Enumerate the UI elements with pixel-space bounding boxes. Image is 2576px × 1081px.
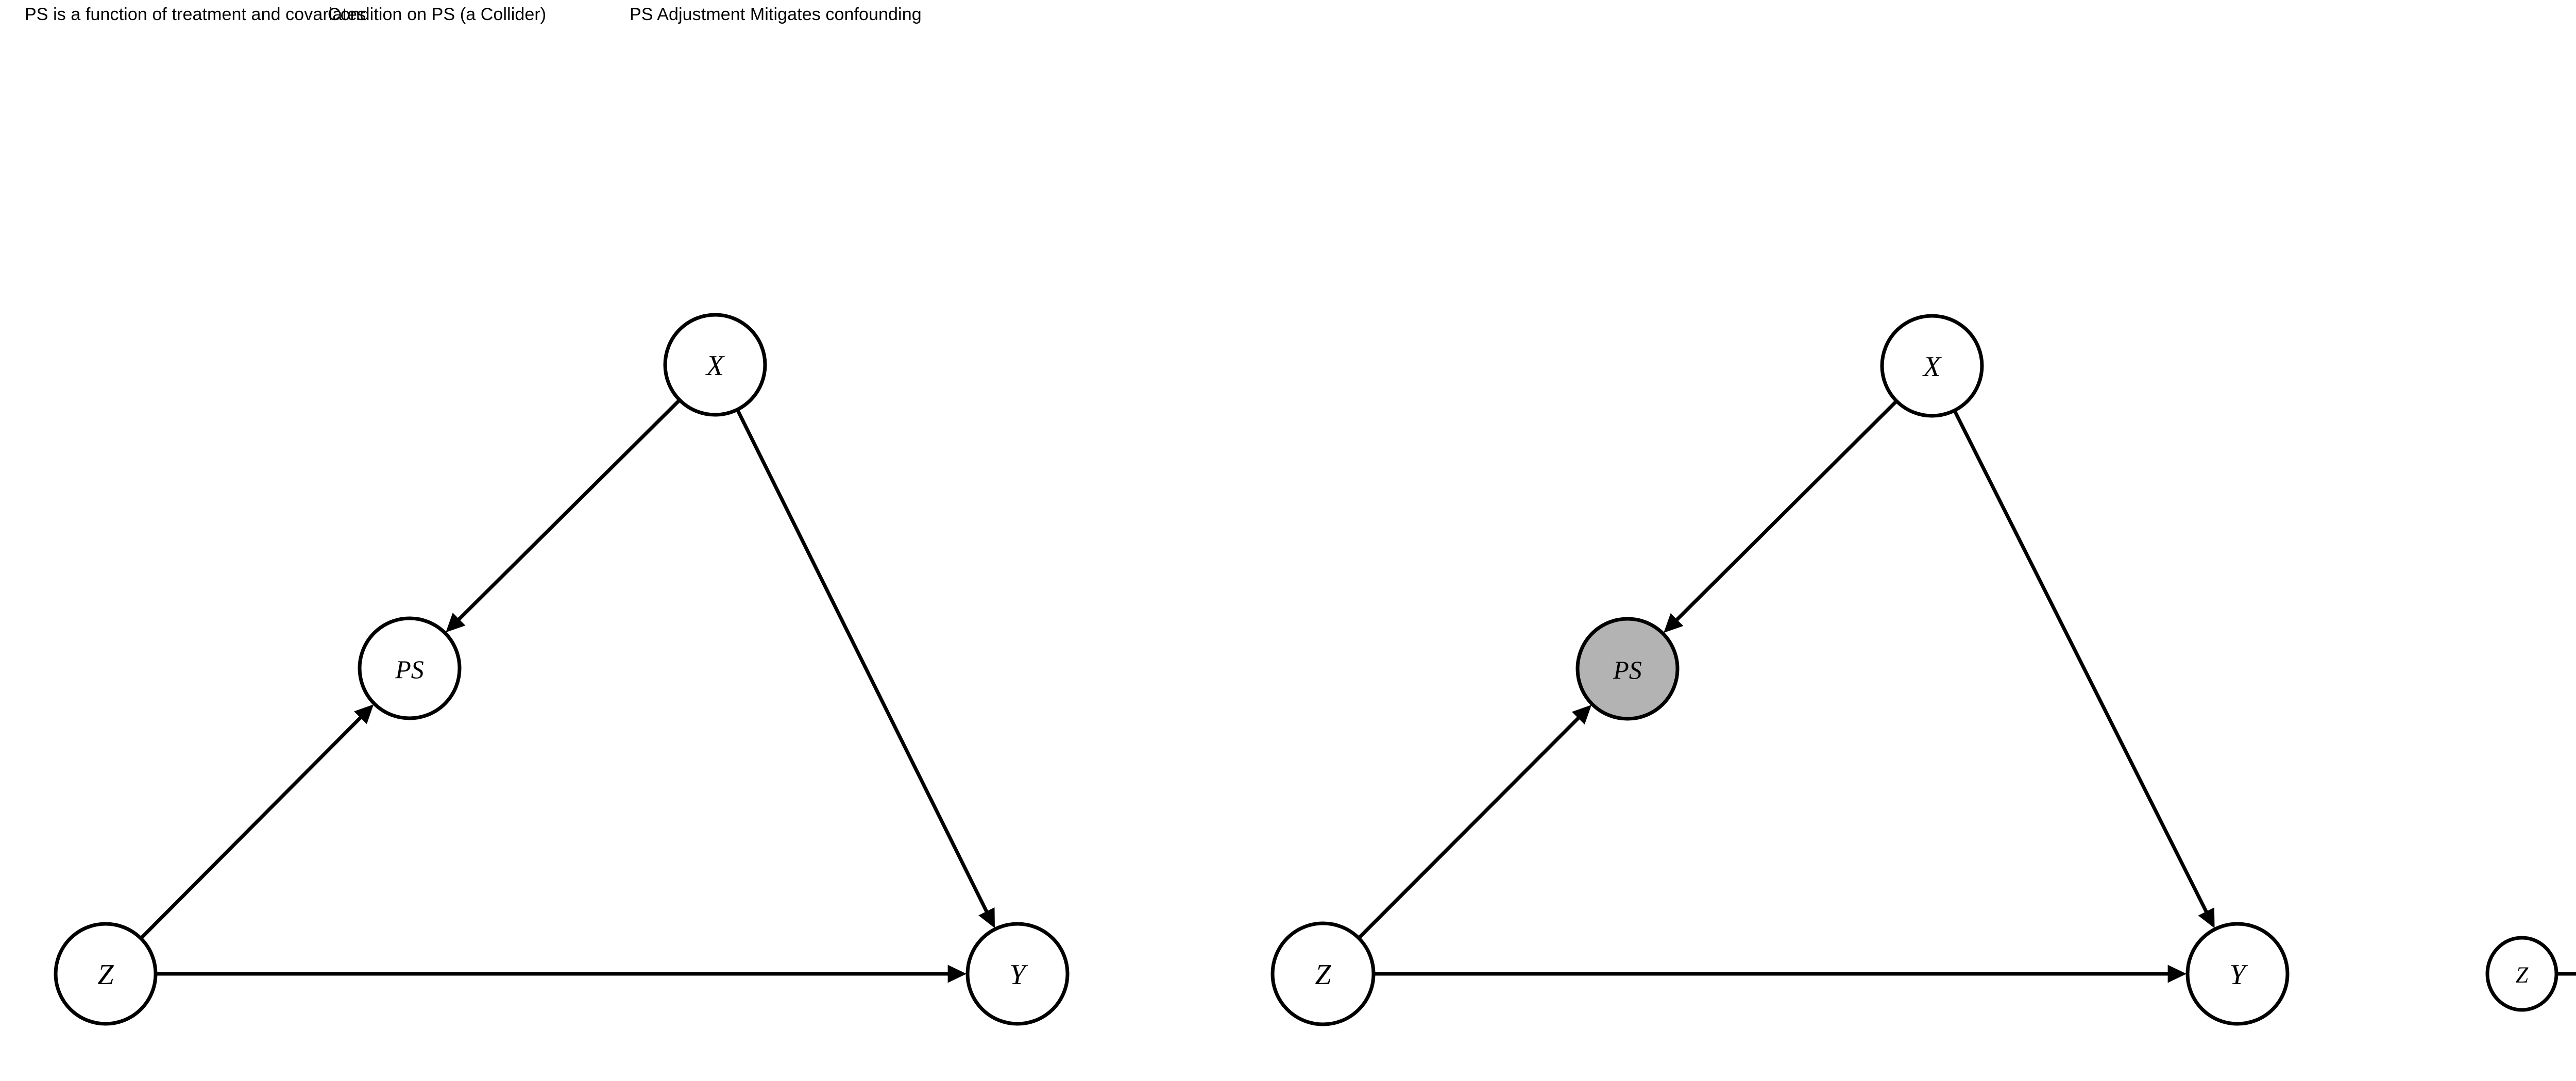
node-y[interactable]: Y — [965, 922, 1070, 1026]
node-circle-ps — [1575, 617, 1680, 721]
edge-Z-to-PS — [140, 716, 362, 939]
node-layer: X PS Z Y — [1270, 314, 2290, 1026]
node-label-ps: PS — [1613, 655, 1642, 684]
node-label-z: Z — [1315, 959, 1331, 991]
node-x[interactable]: X — [663, 313, 767, 417]
node-label-x: X — [705, 350, 725, 382]
node-label-x: X — [1922, 351, 1942, 383]
node-label-z: Z — [2516, 962, 2529, 988]
edge-layer — [1358, 400, 2215, 983]
node-circle-y — [965, 922, 1070, 1026]
node-circle-z — [1270, 921, 1376, 1026]
node-circle-z — [54, 922, 158, 1026]
edge-X-to-PS — [1675, 400, 1897, 621]
node-circle-z — [2485, 936, 2558, 1012]
arrowhead-Z-to-PS — [354, 704, 374, 724]
node-circle-x — [1880, 314, 1984, 418]
node-ps[interactable]: PS — [1575, 617, 1680, 721]
node-label-y: Y — [1009, 959, 1028, 991]
arrowhead-Z-to-Y — [947, 965, 967, 983]
node-ps[interactable]: PS — [358, 616, 462, 720]
arrowhead-Z-to-Y — [2167, 965, 2187, 983]
edge-X-to-PS — [457, 399, 681, 621]
arrowhead-X-to-PS — [446, 613, 466, 633]
arrowhead-X-to-Y — [2198, 907, 2215, 928]
node-y[interactable]: Y — [2185, 922, 2290, 1026]
edge-X-to-Y — [736, 410, 989, 913]
panel-3-title: PS Adjustment Mitigates confounding — [630, 5, 922, 24]
edge-layer — [140, 399, 995, 983]
node-x[interactable]: X — [1880, 314, 1984, 418]
edge-X-to-Y — [1953, 410, 2208, 913]
arrowhead-X-to-PS — [1664, 613, 1684, 633]
edge-layer — [2557, 972, 2576, 976]
node-z[interactable]: Z — [54, 922, 158, 1026]
node-label-ps: PS — [395, 655, 424, 684]
node-z[interactable]: Z — [1270, 921, 1376, 1026]
node-circle-y — [2185, 922, 2290, 1026]
arrowhead-X-to-Y — [978, 907, 995, 928]
panel-2-title: Condition on PS (a Collider) — [328, 5, 547, 24]
node-circle-ps — [358, 616, 462, 720]
edge-Z-to-PS — [1358, 716, 1580, 939]
node-circle-x — [663, 313, 767, 417]
arrowhead-Z-to-PS — [1571, 705, 1592, 725]
node-label-z: Z — [97, 959, 114, 991]
node-z[interactable]: Z — [2485, 936, 2558, 1012]
panel-1-title: PS is a function of treatment and covari… — [25, 5, 366, 24]
node-layer: X PS Z Y — [54, 313, 1070, 1026]
node-label-y: Y — [2229, 959, 2248, 991]
